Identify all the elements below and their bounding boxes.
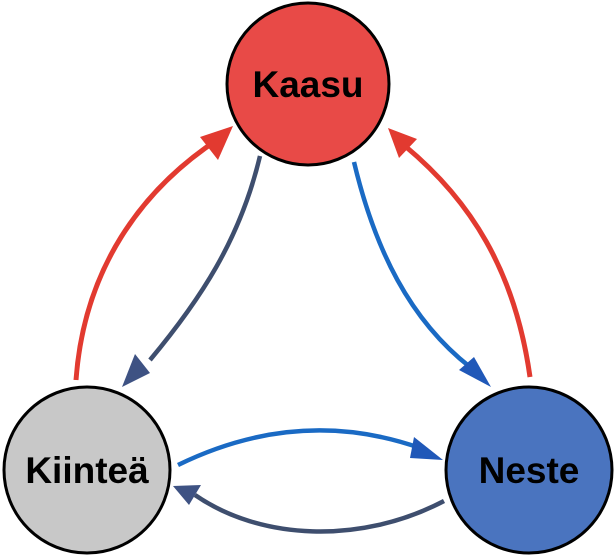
liquid-label: Neste — [479, 450, 580, 491]
node-gas: Kaasu — [225, 1, 391, 167]
node-solid: Kiinteä — [2, 385, 172, 555]
liquid-circle — [444, 385, 614, 555]
arrow-gas-to-solid — [148, 155, 263, 362]
gas-label: Kaasu — [252, 64, 363, 105]
arrow-liquid-to-solid — [193, 493, 446, 534]
arrowhead-gas-to-liquid — [459, 357, 491, 387]
arrowhead-solid-to-liquid — [410, 437, 443, 460]
arrow-liquid-to-gas — [403, 144, 533, 378]
arrow-gas-to-liquid — [351, 161, 472, 369]
arrowhead-liquid-to-gas — [388, 128, 417, 158]
solid-circle — [2, 385, 172, 555]
gas-circle — [225, 1, 391, 167]
arrowhead-liquid-to-solid — [173, 485, 201, 505]
arrow-solid-to-gas — [73, 135, 222, 381]
arrowhead-gas-to-solid — [122, 354, 150, 387]
node-liquid: Neste — [444, 385, 614, 555]
solid-label: Kiinteä — [25, 450, 149, 491]
arrow-solid-to-liquid — [177, 428, 421, 468]
arrowhead-solid-to-gas — [200, 126, 233, 160]
edges — [73, 126, 533, 534]
